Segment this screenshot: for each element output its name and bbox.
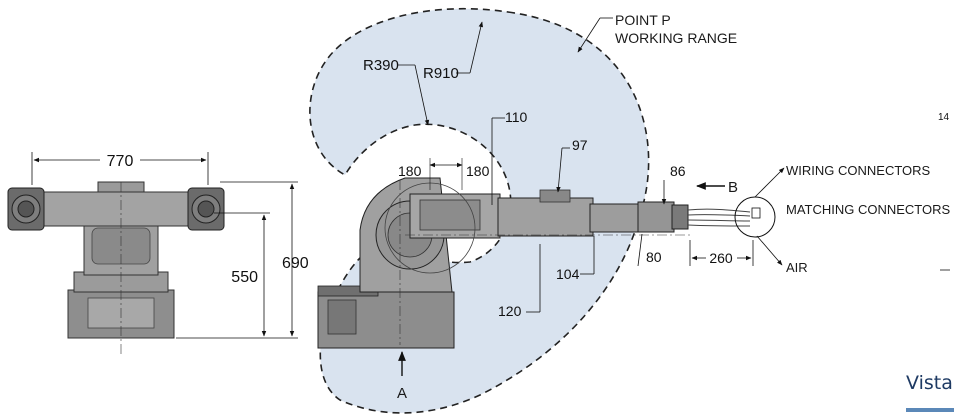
sheet-ref-label: 14 [938,112,950,123]
front-view-robot [7,181,225,355]
dim-97: 97 [556,137,588,193]
dim-104: 104 [556,236,595,282]
view-b-marker: B [696,179,738,196]
dim-690-label: 690 [282,255,309,272]
dim-180-right-label: 180 [466,163,490,179]
dim-770: 770 [31,152,209,185]
dim-97-label: 97 [572,137,588,153]
point-p-label: POINT P WORKING RANGE [577,12,737,53]
dim-550-label: 550 [231,269,258,286]
dim-260: 260 [689,240,754,266]
dim-110-label: 110 [505,109,528,125]
dim-86-label: 86 [670,163,686,179]
dim-r390-label: R390 [363,57,399,74]
dim-260-label: 260 [709,250,733,266]
dim-180-pair: 180 180 [398,158,490,190]
dim-110: 110 [491,109,528,205]
air-label: AIR [786,260,808,275]
view-b-label: B [728,179,738,196]
dim-r910-label: R910 [423,65,459,82]
connector-labels: WIRING CONNECTORS MATCHING CONNECTORS AI… [754,163,951,275]
dim-180-left-label: 180 [398,163,422,179]
dim-86: 86 [661,163,686,205]
dim-104-label: 104 [556,266,580,282]
view-a-label: A [397,385,407,402]
dim-770-label: 770 [107,153,134,170]
dim-80-label: 80 [646,249,662,265]
point-p-line2: WORKING RANGE [615,30,737,46]
wiring-connectors-label: WIRING CONNECTORS [786,163,931,178]
view-a-marker: A [397,351,407,402]
matching-connectors-label: MATCHING CONNECTORS [786,202,951,217]
dim-550-690: 550 690 [176,181,309,339]
dim-80: 80 [637,233,662,267]
radius-leaders: R390 R910 [363,21,484,126]
side-view-robot [317,177,776,349]
point-p-line1: POINT P [615,12,671,28]
vista-caption: Vista [906,372,954,412]
dim-120: 120 [498,244,541,319]
dim-120-label: 120 [498,303,522,319]
